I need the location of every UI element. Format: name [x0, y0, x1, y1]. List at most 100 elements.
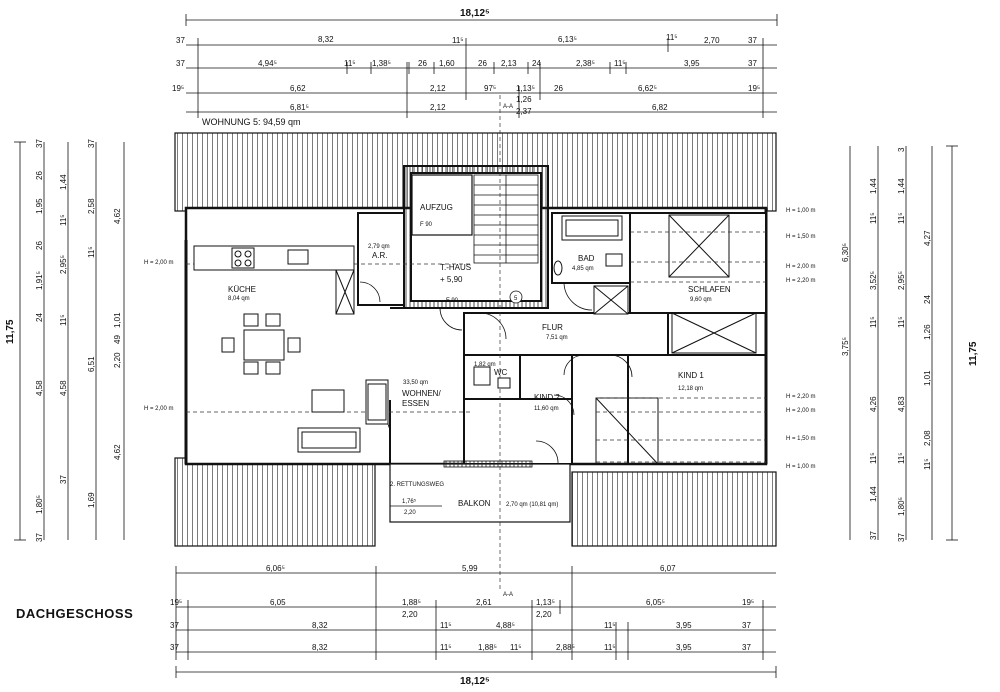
dim-top2-e: 26 — [418, 59, 427, 68]
room-bad-area: 4,85 qm — [572, 266, 594, 272]
left-total: 11,75 — [5, 319, 16, 344]
left-c1-i: 37 — [35, 533, 44, 542]
dim-bot3-g: 37 — [742, 621, 751, 630]
dim-top3-e: 1,13⁵ — [516, 84, 535, 93]
left-c1-c: 1,95 — [35, 198, 44, 214]
top-dimensions — [185, 14, 778, 118]
room-wohnen-area: 33,50 qm — [403, 380, 428, 386]
room-ar-area: 2,79 qm — [368, 244, 390, 250]
right-c2-a: 3 — [897, 147, 906, 152]
room-wohnen-name-2: ESSEN — [402, 399, 429, 408]
right-c3-c: 24 — [923, 295, 932, 304]
left-dimensions — [14, 141, 125, 541]
dim-bot3-e: 11⁵ — [604, 621, 616, 630]
dim-top4-a: 6,81⁵ — [290, 103, 309, 112]
dim-top2-b: 4,94⁵ — [258, 59, 277, 68]
stair-number: 5 — [514, 296, 518, 302]
left-c3-c: 11⁵ — [87, 246, 96, 258]
left-c1-h: 1,80⁵ — [35, 495, 44, 514]
room-kueche-name: KÜCHE — [228, 285, 256, 294]
dim-bot2-a: 19⁵ — [170, 598, 182, 607]
top-total-dimension: 18,12⁵ — [460, 8, 490, 19]
room-balkon-name: BALKON — [458, 499, 491, 508]
bottom-dimensions — [175, 566, 777, 678]
right-c2-i: 37 — [897, 533, 906, 542]
room-wc-area: 1,82 qm — [474, 362, 496, 368]
room-wohnen-name-1: WOHNEN/ — [402, 389, 441, 398]
left-c3-e: 1,01 — [113, 312, 122, 328]
dim-top1-d: 6,13⁵ — [558, 35, 577, 44]
room-wc-name: WC — [494, 368, 508, 377]
living-furniture — [297, 379, 389, 453]
dim-top4-d: 2,37 — [516, 107, 532, 116]
h-right-1: H = 1,00 m — [786, 208, 816, 214]
dim-bot1-c: 6,07 — [660, 564, 676, 573]
dim-top2-f: 1,60 — [439, 59, 455, 68]
dim-top1-a: 37 — [176, 36, 185, 45]
section-marker-bottom: A-A — [503, 592, 513, 598]
right-c3-g: 11⁵ — [923, 458, 932, 470]
right-c3-d: 1,26 — [923, 324, 932, 340]
room-kind1-name: KIND 1 — [678, 371, 704, 380]
left-c1-a: 37 — [35, 139, 44, 148]
dim-top2-g: 26 — [478, 59, 487, 68]
dim-bot3-f: 3,95 — [676, 621, 692, 630]
room-schlafen-name: SCHLAFEN — [688, 285, 731, 294]
dim-bot1-a: 6,06⁵ — [266, 564, 285, 573]
section-marker-top: A-A — [503, 104, 513, 110]
left-c4-a: 4,62 — [113, 208, 122, 224]
balcony-dimensions: 1,76⁵ 2,20 — [390, 498, 442, 516]
dim-bot2-d: 2,61 — [476, 598, 492, 607]
right-c3-a: 6,30⁵ — [841, 243, 850, 262]
dim-bot2-e: 1,13⁵ — [536, 598, 555, 607]
dim-bot4-i: 37 — [742, 643, 751, 652]
dim-top3-a: 19⁵ — [172, 84, 184, 93]
balcony-width-2: 2,20 — [404, 510, 416, 516]
right-c2-h: 1,80⁵ — [897, 497, 906, 516]
h-right-4: H = 2,20 m — [786, 278, 816, 284]
left-c3-b: 2,58 — [87, 198, 96, 214]
dim-top2-d: 1,38⁵ — [372, 59, 391, 68]
h-right-7: H = 1,50 m — [786, 436, 816, 442]
room-balkon-area: 2,70 qm (10,81 qm) — [506, 502, 558, 508]
balcony-threshold — [443, 460, 533, 468]
right-total: 11,75 — [968, 341, 979, 366]
dim-top2-j: 2,38⁵ — [576, 59, 595, 68]
dim-bot2-b: 6,05 — [270, 598, 286, 607]
dim-top1-c: 11⁵ — [452, 36, 464, 45]
right-c1-h: 37 — [869, 531, 878, 540]
dim-bot3-d: 4,88⁵ — [496, 621, 515, 630]
left-c2-c: 2,95⁵ — [59, 255, 68, 274]
right-c4-a: 4,27 — [923, 230, 932, 246]
room-schlafen-area: 9,60 qm — [690, 297, 712, 303]
dim-top3-h: 19⁵ — [748, 84, 760, 93]
left-c1-d: 26 — [35, 241, 44, 250]
bottom-dimension-values: 6,06⁵ 5,99 6,07 19⁵ 6,05 1,88⁵ 2,61 1,13… — [170, 564, 754, 652]
right-c1-c: 3,52⁵ — [869, 271, 878, 290]
room-kind2-area: 11,60 qm — [534, 406, 559, 412]
dim-top2-k: 11⁵ — [614, 59, 626, 68]
room-flur-name: FLUR — [542, 323, 563, 332]
left-c1-b: 26 — [35, 171, 44, 180]
room-labels: KÜCHE 8,04 qm 2,79 qm A.R. AUFZUG T.-HAU… — [228, 203, 731, 508]
left-c1-e: 1,91⁵ — [35, 271, 44, 290]
right-c1-d: 11⁵ — [869, 316, 878, 328]
right-c1-b: 11⁵ — [869, 212, 878, 224]
left-c2-a: 1,44 — [59, 174, 68, 190]
balcony-outline — [389, 463, 571, 523]
right-dimension-values: 11,75 1,44 11⁵ 3,52⁵ 11⁵ 4,26 11⁵ 1,44 3… — [841, 147, 979, 542]
left-c4-c: 4,62 — [113, 444, 122, 460]
f90-label-2: F 90 — [446, 298, 459, 304]
dim-bot3-c: 11⁵ — [440, 621, 452, 630]
dim-top3-c: 2,12 — [430, 84, 446, 93]
bathroom-fixtures — [473, 215, 629, 389]
dim-top2-i: 24 — [532, 59, 541, 68]
right-c2-c: 11⁵ — [897, 212, 906, 224]
h-right-5: H = 2,20 m — [786, 394, 816, 400]
left-c3-h: 1,69 — [87, 492, 96, 508]
left-c1-g: 4,58 — [35, 380, 44, 396]
dim-bot1-b: 5,99 — [462, 564, 478, 573]
room-flur-area: 7,51 qm — [546, 335, 568, 341]
top-dimension-values: 37 8,32 11⁵ 6,13⁵ 11⁵ 2,70 37 37 4,94⁵ 1… — [172, 33, 760, 116]
